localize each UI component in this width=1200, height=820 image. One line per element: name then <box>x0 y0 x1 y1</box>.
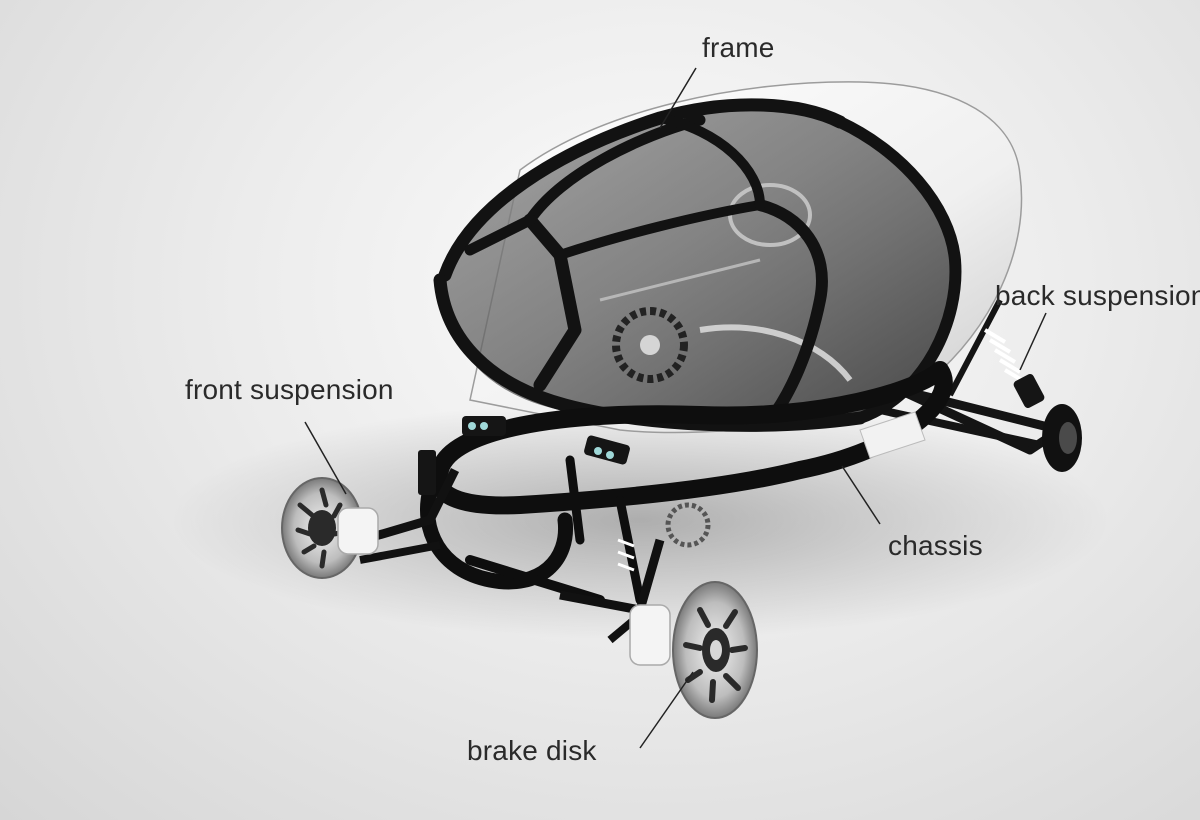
rear-sprocket <box>665 502 711 548</box>
label-back-suspension: back suspension <box>995 280 1200 311</box>
chassis-band <box>859 411 926 459</box>
label-front-suspension: front suspension <box>185 374 394 405</box>
leader-lines <box>304 67 1047 749</box>
front-left-wheel <box>281 450 460 579</box>
front-right-wheel <box>559 538 758 719</box>
cabin-interior <box>599 183 853 383</box>
label-frame: frame <box>702 32 775 63</box>
headlights <box>462 416 630 465</box>
label-brake-disk: brake disk <box>467 735 597 766</box>
label-chassis: chassis <box>888 530 983 561</box>
back-suspension <box>879 298 1082 472</box>
chassis-tubes <box>420 361 953 605</box>
roll-cage-frame <box>433 98 962 432</box>
ground-shadow <box>170 400 1110 640</box>
